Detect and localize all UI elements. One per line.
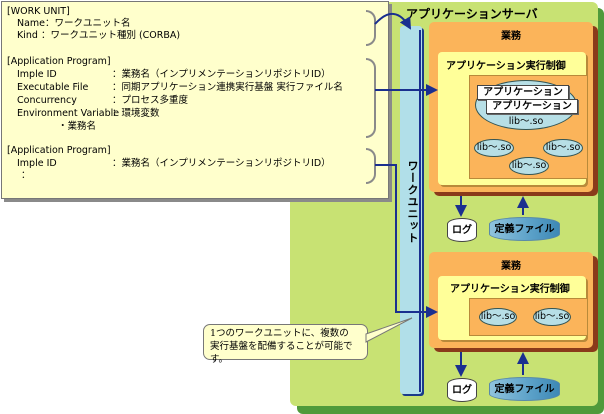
app1-concurrency-value: ：プロセス多重度 (112, 95, 189, 106)
business-1-title: 業務 (501, 31, 521, 42)
work-unit-name: Name：ワークユニット名 (17, 18, 131, 29)
app1-imple-id-value: ：業務名（インプリメンテーションリポジトリID） (112, 69, 331, 80)
app1-env-var-sub-item: ・業務名 (58, 121, 97, 132)
app-program-1-header: [Application Program] (7, 56, 111, 67)
app2-imple-id-value: ：業務名（インプリメンテーションリポジトリID） (112, 158, 331, 169)
main-lib-label: lib～.so (508, 116, 544, 127)
callout-line-1: 1つのワークユニットに、複数の (210, 328, 349, 339)
lib-ellipse: lib～.so (479, 308, 517, 326)
config-panel: [WORK UNIT] Name：ワークユニット名 Kind ：ワークユニット種… (1, 1, 389, 199)
definition-file-1: 定義ファイル (489, 217, 560, 241)
app1-concurrency-key: Concurrency (17, 95, 77, 106)
log-storage-1: ログ (447, 218, 477, 242)
app1-imple-id-key: Imple ID (17, 69, 57, 80)
callout-pointer (365, 317, 413, 343)
app1-exec-file-key: Executable File (17, 82, 89, 93)
callout-line-2: 実行基盤を配備することが可能です。 (210, 341, 353, 365)
app2-imple-id-key: Imple ID (17, 158, 57, 169)
app-program-2-arrow (375, 164, 438, 318)
app1-env-var-value: ：環境変数 (112, 108, 160, 119)
app-program-2-header: [Application Program] (7, 145, 111, 156)
application-card-2: アプリケーション (486, 99, 578, 114)
business-2-title: 業務 (501, 261, 521, 272)
lib-ellipse: lib～.so (543, 139, 583, 157)
work-unit-header: [WORK UNIT] (7, 6, 70, 17)
work-unit-kind: Kind ：ワークユニット種別 (CORBA) (17, 30, 181, 41)
work-unit-arrow (374, 13, 412, 30)
business-1-control-title: アプリケーション実行制御 (446, 61, 566, 72)
lib-ellipse: lib～.so (533, 308, 571, 326)
business-2-control-title: アプリケーション実行制御 (450, 284, 570, 295)
work-unit-bar (400, 26, 422, 394)
log-storage-2: ログ (447, 378, 477, 402)
callout-note: 1つのワークユニットに、複数の 実行基盤を配備することが可能です。 (203, 324, 368, 365)
app-server-title: アプリケーションサーバ (406, 7, 538, 21)
lib-ellipse: lib～.so (474, 139, 514, 157)
lib-ellipse: lib～.so (509, 157, 549, 175)
app2-ellipsis: ： (21, 170, 31, 181)
definition-file-2: 定義ファイル (489, 377, 560, 401)
app1-exec-file-value: ：同期アプリケーション連携実行基盤 実行ファイル名 (112, 82, 343, 93)
work-unit-label: ワークユニット (406, 160, 419, 244)
app1-env-var-key: Environment Variable (17, 108, 120, 119)
